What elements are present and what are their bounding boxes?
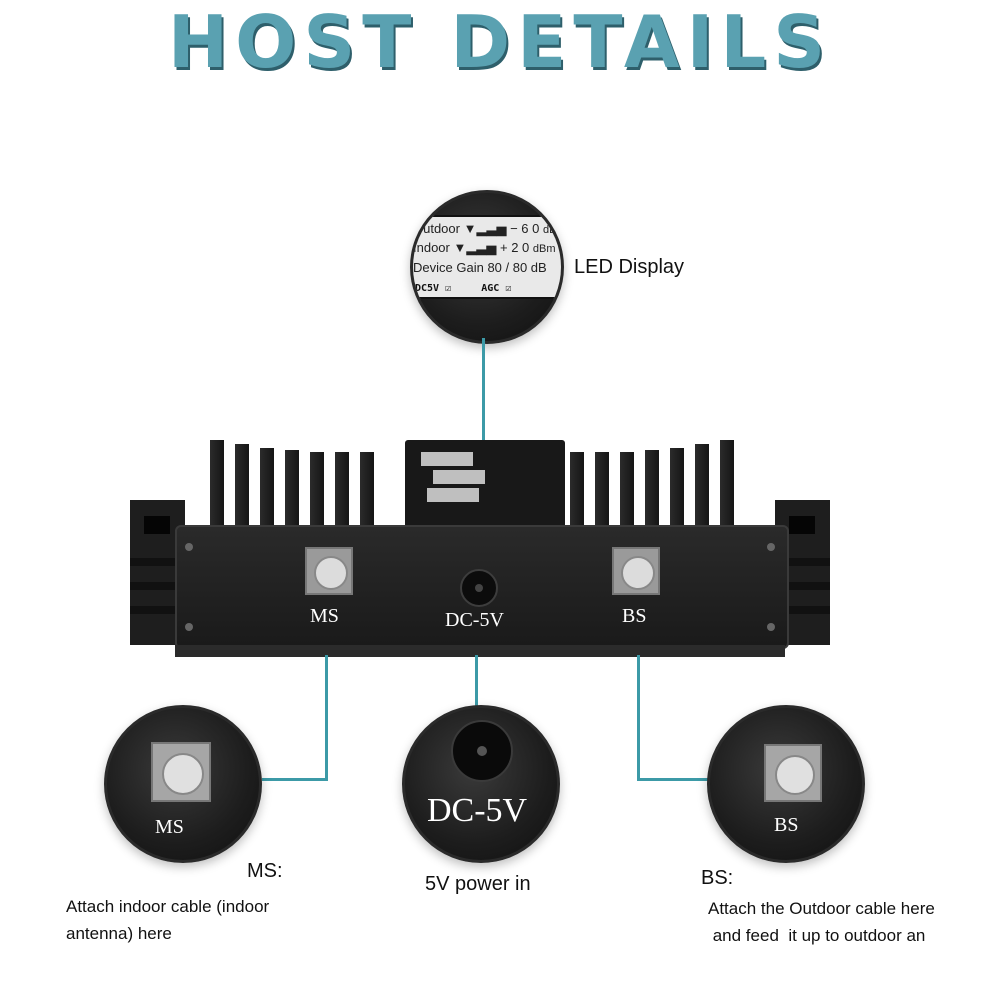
front-panel: MS DC-5V BS (175, 525, 789, 649)
bs-zoom-circle: BS (707, 705, 865, 863)
mini-lcd (421, 452, 473, 466)
bs-description: Attach the Outdoor cable here and feed i… (708, 895, 935, 949)
device-base (175, 645, 785, 657)
gain-value: 80 / 80 dB (487, 260, 547, 275)
dc5v-status: DC5V ☑ (415, 283, 452, 294)
bs-description-line: and feed it up to outdoor an (708, 926, 926, 945)
indoor-label: Indoor (413, 240, 450, 255)
screw-icon (767, 623, 775, 631)
ms-connector[interactable] (305, 547, 353, 595)
outdoor-unit: dBm (543, 224, 564, 236)
signal-icon: ▼▂▃▅ (453, 240, 497, 255)
bs-description-line: Attach the Outdoor cable here (708, 899, 935, 918)
bs-connector-line-h (637, 778, 709, 781)
status-row: DC5V ☑ AGC ☑ (415, 283, 511, 294)
led-connector-line (482, 338, 485, 442)
ms-description: Attach indoor cable (indoor antenna) her… (66, 893, 269, 947)
ms-description-line: Attach indoor cable (indoor (66, 897, 270, 916)
dc-jack[interactable] (460, 569, 498, 607)
agc-status: AGC ☑ (481, 283, 512, 294)
top-display-module (405, 440, 565, 535)
dc-heading: 5V power in (425, 873, 531, 895)
bs-connector-zoom (764, 744, 822, 802)
dc-port-label: DC-5V (445, 609, 504, 631)
ms-port-label: MS (310, 605, 339, 627)
screw-icon (185, 543, 193, 551)
bs-port-label: BS (622, 605, 647, 627)
mini-lcd (433, 470, 485, 484)
ms-zoom-label: MS (155, 816, 184, 838)
page-title: HOST DETAILS (167, 0, 833, 84)
outdoor-value: − 6 0 (510, 221, 540, 236)
bs-connector[interactable] (612, 547, 660, 595)
led-display-zoom: Outdoor ▼▂▃▅ − 6 0 dBm Indoor ▼▂▃▅ + 2 0… (410, 190, 564, 344)
screw-icon (767, 543, 775, 551)
mini-lcd (427, 488, 479, 502)
screw-icon (185, 623, 193, 631)
outdoor-label: Outdoor (413, 221, 460, 236)
ms-description-line: antenna) here (66, 924, 172, 943)
dc-zoom-label: DC-5V (427, 792, 528, 829)
dc-connector-line (475, 655, 478, 707)
bs-zoom-label: BS (774, 814, 799, 836)
bs-connector-line (637, 655, 640, 780)
repeater-device: MS DC-5V BS (130, 430, 830, 660)
ms-zoom-circle: MS (104, 705, 262, 863)
indoor-unit: dBm (532, 243, 556, 255)
dc-zoom-circle: DC-5V (402, 705, 560, 863)
dc-jack-zoom (451, 720, 513, 782)
bs-heading: BS: (701, 867, 734, 889)
led-display-callout: LED Display (574, 256, 685, 278)
gain-label: Device Gain (413, 260, 484, 275)
led-screen: Outdoor ▼▂▃▅ − 6 0 dBm Indoor ▼▂▃▅ + 2 0… (413, 215, 564, 299)
ms-connector-zoom (151, 742, 211, 802)
signal-icon: ▼▂▃▅ (463, 221, 507, 236)
ms-connector-line-h (262, 778, 328, 781)
ms-heading: MS: (247, 860, 283, 882)
indoor-value: + 2 0 (499, 240, 530, 255)
ms-connector-line (325, 655, 328, 780)
